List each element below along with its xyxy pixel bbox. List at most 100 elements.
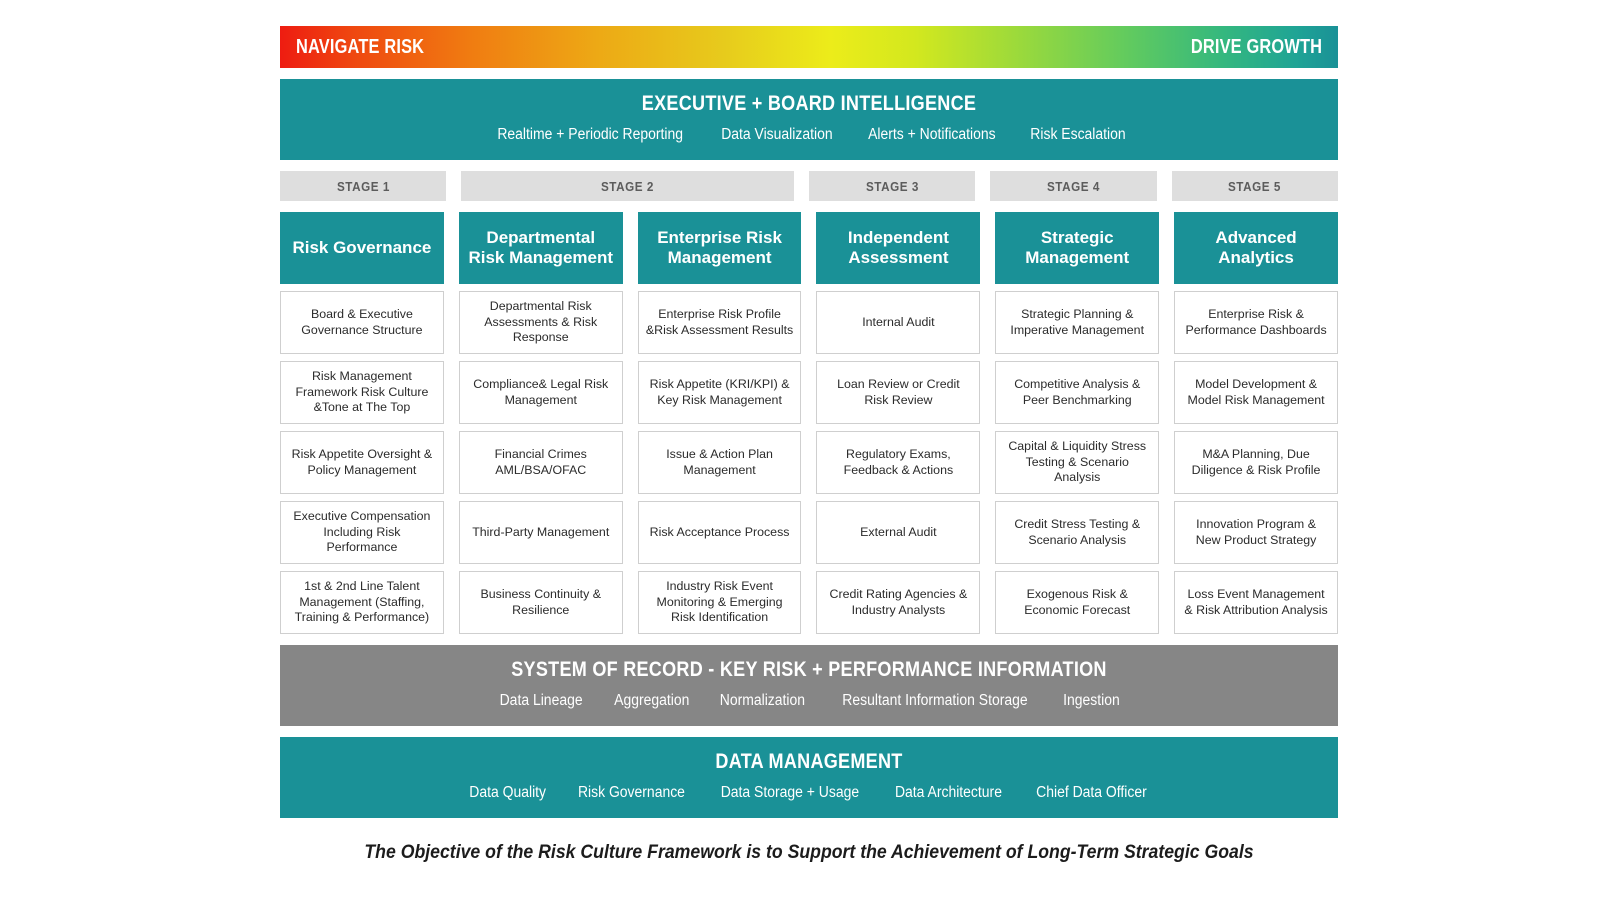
capability-card-label: Business Continuity & Resilience: [480, 586, 601, 617]
data-management-item: Data Quality: [469, 784, 547, 801]
capability-card[interactable]: Risk Appetite Oversight & Policy Managem…: [280, 431, 444, 494]
capability-card[interactable]: Departmental Risk Assessments & Risk Res…: [458, 291, 623, 354]
pillar-header-row: Risk Governance Departmental Risk Manage…: [280, 212, 1338, 284]
system-of-record-item: Resultant Information Storage: [842, 692, 1028, 709]
capability-card[interactable]: 1st & 2nd Line Talent Management (Staffi…: [280, 571, 444, 634]
capability-card[interactable]: Loan Review or Credit Risk Review: [816, 361, 981, 424]
capability-card[interactable]: Financial Crimes AML/BSA/OFAC: [458, 431, 623, 494]
card-row: 1st & 2nd Line Talent Management (Staffi…: [280, 571, 1338, 634]
capability-card[interactable]: Credit Rating Agencies & Industry Analys…: [816, 571, 981, 634]
banner-left-label: NAVIGATE RISK: [296, 35, 425, 58]
system-of-record-title: SYSTEM OF RECORD - KEY RISK + PERFORMANC…: [511, 658, 1107, 681]
capability-card[interactable]: Compliance& Legal Risk Management: [458, 361, 623, 424]
capability-card-label: 1st & 2nd Line Talent Management (Staffi…: [294, 578, 430, 625]
pillar-label: Strategic Management: [1025, 227, 1130, 267]
pillar-label: Risk Governance: [292, 237, 432, 257]
system-of-record-item: Data Lineage: [499, 692, 583, 709]
capability-card-label: Strategic Planning & Imperative Manageme…: [1010, 306, 1145, 337]
capability-card[interactable]: Board & Executive Governance Structure: [280, 291, 444, 354]
pillar-enterprise-risk-management[interactable]: Enterprise Risk Management: [637, 212, 802, 284]
capability-card-label: Issue & Action Plan Management: [666, 446, 773, 477]
system-of-record-items: Data Lineage Aggregation Normalization R…: [280, 692, 1338, 710]
capability-card[interactable]: Industry Risk Event Monitoring & Emergin…: [637, 571, 802, 634]
data-management-title: DATA MANAGEMENT: [715, 750, 903, 773]
executive-band-item: Risk Escalation: [1030, 126, 1126, 143]
capability-card-label: External Audit: [860, 524, 937, 539]
capability-card[interactable]: M&A Planning, Due Diligence & Risk Profi…: [1174, 431, 1338, 494]
capability-card-label: Risk Management Framework Risk Culture &…: [295, 368, 429, 415]
capability-card-label: Credit Rating Agencies & Industry Analys…: [829, 586, 968, 617]
system-of-record-item: Ingestion: [1062, 692, 1120, 709]
capability-card[interactable]: Credit Stress Testing & Scenario Analysi…: [995, 501, 1160, 564]
capability-card[interactable]: Executive Compensation Including Risk Pe…: [280, 501, 444, 564]
pillar-risk-governance[interactable]: Risk Governance: [280, 212, 444, 284]
capability-card-label: Departmental Risk Assessments & Risk Res…: [484, 298, 598, 345]
data-management-item: Data Architecture: [895, 784, 1003, 801]
capability-card-label: Capital & Liquidity Stress Testing & Sce…: [1008, 438, 1147, 485]
pillar-departmental-risk-management[interactable]: Departmental Risk Management: [458, 212, 623, 284]
stage-header-3: STAGE 3: [809, 171, 976, 201]
capability-card[interactable]: Issue & Action Plan Management: [637, 431, 802, 494]
executive-band-items: Realtime + Periodic Reporting Data Visua…: [280, 126, 1338, 144]
capability-card-label: Board & Executive Governance Structure: [301, 306, 423, 337]
capability-card-label: Credit Stress Testing & Scenario Analysi…: [1014, 516, 1141, 547]
executive-band-item: Data Visualization: [721, 126, 834, 143]
capability-card[interactable]: Regulatory Exams, Feedback & Actions: [816, 431, 981, 494]
capability-card-label: Risk Appetite (KRI/KPI) & Key Risk Manag…: [649, 376, 790, 407]
banner-right-label: DRIVE GROWTH: [1190, 35, 1322, 58]
capability-card-label: Innovation Program & New Product Strateg…: [1195, 516, 1317, 547]
pillar-label: Enterprise Risk Management: [657, 227, 782, 267]
capability-card[interactable]: Risk Acceptance Process: [637, 501, 802, 564]
data-management-band: DATA MANAGEMENT Data Quality Risk Govern…: [280, 737, 1338, 818]
card-row: Risk Appetite Oversight & Policy Managem…: [280, 431, 1338, 494]
pillar-label: Advanced Analytics: [1215, 227, 1297, 267]
capability-card-label: Industry Risk Event Monitoring & Emergin…: [656, 578, 783, 625]
capability-card-label: Third-Party Management: [472, 524, 610, 539]
capability-card-label: Risk Appetite Oversight & Policy Managem…: [291, 446, 433, 477]
capability-card[interactable]: Enterprise Risk Profile &Risk Assessment…: [637, 291, 802, 354]
data-management-item: Data Storage + Usage: [720, 784, 860, 801]
capability-card[interactable]: Business Continuity & Resilience: [458, 571, 623, 634]
capability-card[interactable]: Capital & Liquidity Stress Testing & Sce…: [995, 431, 1160, 494]
pillar-label: Departmental Risk Management: [468, 227, 614, 267]
stage-label: STAGE 2: [601, 178, 655, 194]
capability-card-label: Loss Event Management & Risk Attribution…: [1184, 586, 1328, 617]
capability-card[interactable]: Enterprise Risk & Performance Dashboards: [1174, 291, 1338, 354]
capability-card-label: Internal Audit: [862, 314, 935, 329]
capability-card[interactable]: Risk Management Framework Risk Culture &…: [280, 361, 444, 424]
executive-band-item: Realtime + Periodic Reporting: [497, 126, 684, 143]
capability-card-label: Enterprise Risk Profile &Risk Assessment…: [645, 306, 794, 337]
stage-header-row: STAGE 1 STAGE 2 STAGE 3 STAGE 4 STAGE 5: [280, 171, 1338, 201]
stage-label: STAGE 3: [865, 178, 919, 194]
data-management-items: Data Quality Risk Governance Data Storag…: [280, 784, 1338, 802]
capability-card[interactable]: Internal Audit: [816, 291, 981, 354]
card-row: Risk Management Framework Risk Culture &…: [280, 361, 1338, 424]
stage-label: STAGE 5: [1228, 178, 1282, 194]
capability-card[interactable]: Third-Party Management: [458, 501, 623, 564]
card-row: Executive Compensation Including Risk Pe…: [280, 501, 1338, 564]
data-management-item: Chief Data Officer: [1036, 784, 1147, 801]
capability-card-label: M&A Planning, Due Diligence & Risk Profi…: [1191, 446, 1321, 477]
capability-card-label: Enterprise Risk & Performance Dashboards: [1185, 306, 1327, 337]
capability-card[interactable]: Competitive Analysis & Peer Benchmarking: [995, 361, 1160, 424]
stage-label: STAGE 4: [1046, 178, 1100, 194]
pillar-strategic-management[interactable]: Strategic Management: [995, 212, 1160, 284]
capability-card-label: Compliance& Legal Risk Management: [473, 376, 609, 407]
pillar-independent-assessment[interactable]: Independent Assessment: [816, 212, 981, 284]
capability-card[interactable]: Exogenous Risk & Economic Forecast: [995, 571, 1160, 634]
capability-card[interactable]: Strategic Planning & Imperative Manageme…: [995, 291, 1160, 354]
capability-card-label: Regulatory Exams, Feedback & Actions: [843, 446, 954, 477]
executive-band-title: EXECUTIVE + BOARD INTELLIGENCE: [641, 92, 977, 115]
stage-header-4: STAGE 4: [990, 171, 1157, 201]
system-of-record-item: Normalization: [719, 692, 806, 709]
pillar-advanced-analytics[interactable]: Advanced Analytics: [1174, 212, 1338, 284]
capability-card[interactable]: Loss Event Management & Risk Attribution…: [1174, 571, 1338, 634]
capability-card[interactable]: External Audit: [816, 501, 981, 564]
capability-card-label: Competitive Analysis & Peer Benchmarking: [1014, 376, 1141, 407]
capability-card[interactable]: Model Development & Model Risk Managemen…: [1174, 361, 1338, 424]
capability-card[interactable]: Innovation Program & New Product Strateg…: [1174, 501, 1338, 564]
framework-diagram: NAVIGATE RISK DRIVE GROWTH EXECUTIVE + B…: [280, 26, 1338, 864]
stage-label: STAGE 1: [336, 178, 390, 194]
capability-card[interactable]: Risk Appetite (KRI/KPI) & Key Risk Manag…: [637, 361, 802, 424]
